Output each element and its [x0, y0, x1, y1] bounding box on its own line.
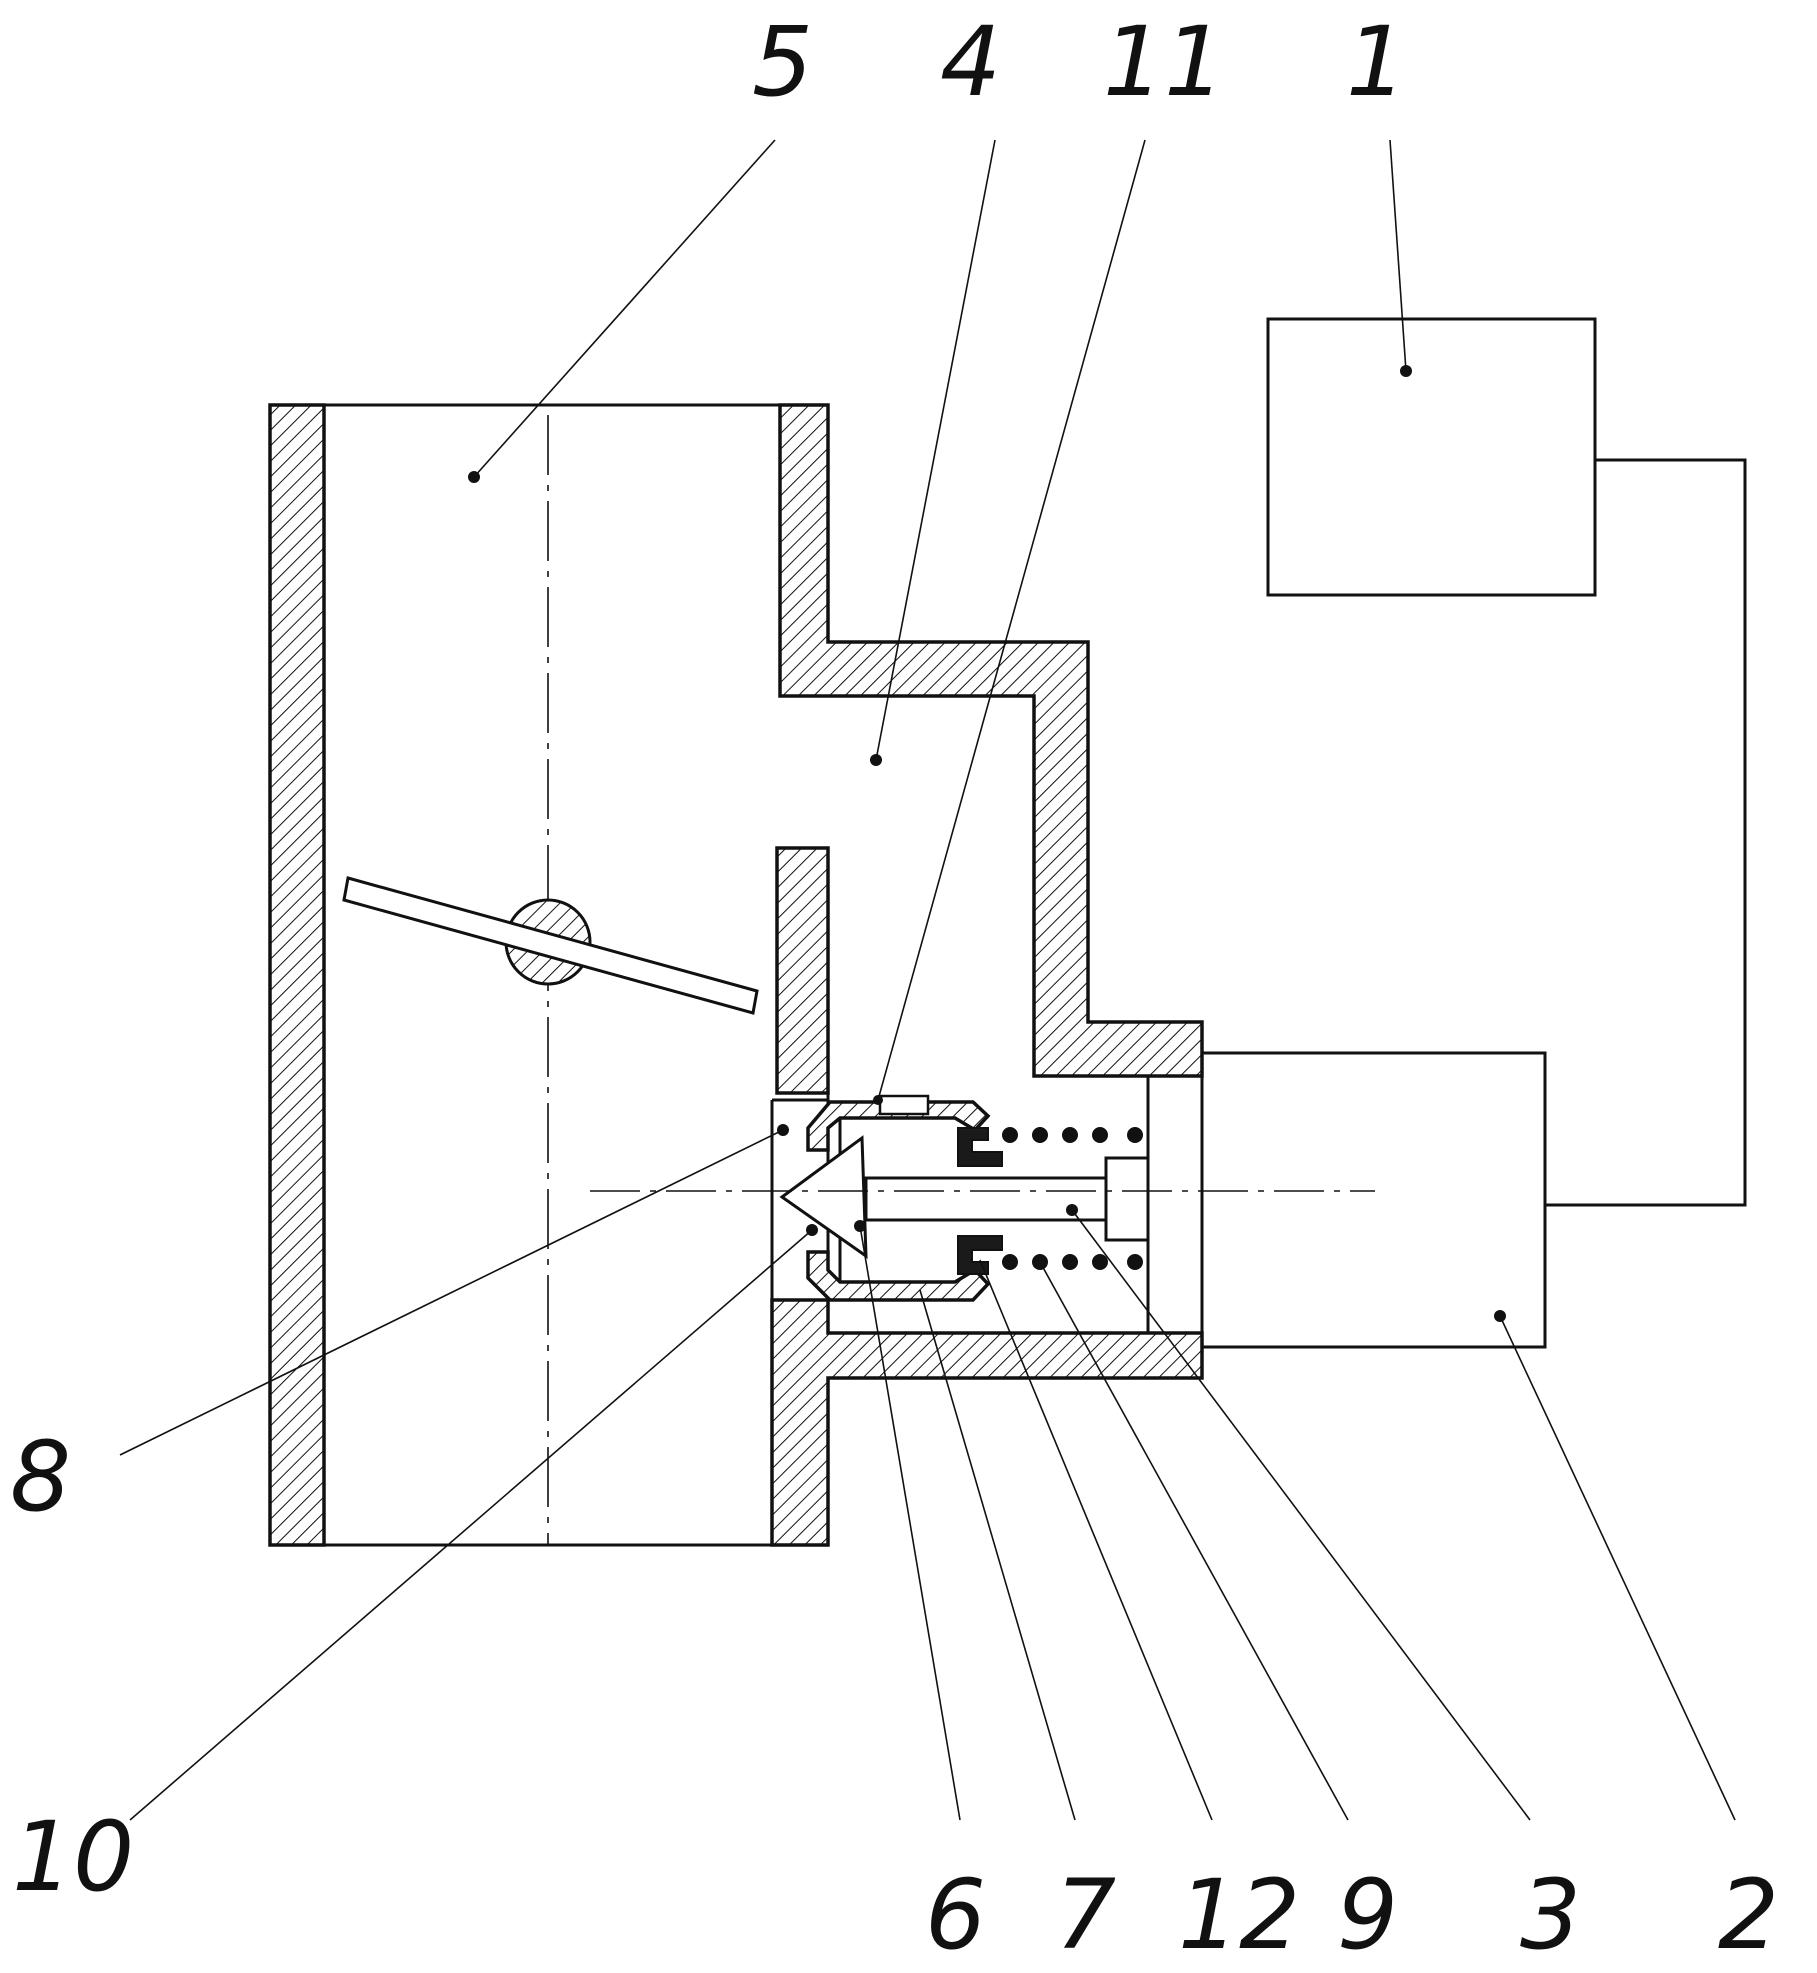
label-11: 11: [1103, 6, 1225, 118]
retainer-11: [880, 1096, 928, 1114]
control-unit-box: [1268, 319, 1595, 595]
label-2: 2: [1718, 1859, 1779, 1971]
label-5: 5: [752, 6, 813, 118]
label-10: 10: [12, 1801, 134, 1913]
label-12: 12: [1178, 1859, 1300, 1971]
pipe-right-lower-wall: [777, 848, 828, 1093]
label-4: 4: [940, 6, 1001, 118]
label-6: 6: [925, 1859, 986, 1971]
throttle-plate: [344, 878, 757, 1013]
label-1: 1: [1346, 6, 1407, 118]
label-3: 3: [1520, 1859, 1581, 1971]
pipe-right-upper-wall: [780, 405, 1202, 1076]
throttle-blade: [344, 878, 757, 1013]
control-unit: [1268, 319, 1745, 1205]
label-9: 9: [1337, 1859, 1398, 1971]
label-7: 7: [1055, 1859, 1116, 1971]
pipe-left-wall: [270, 405, 324, 1545]
actuator: [1202, 1053, 1545, 1347]
label-8: 8: [10, 1421, 71, 1533]
pipe-right-bottom-wall: [772, 1300, 1202, 1545]
needle-cone: [782, 1138, 866, 1256]
stem-end: [1106, 1158, 1148, 1240]
pipe: [270, 405, 1202, 1545]
actuator-body: [1202, 1053, 1545, 1347]
